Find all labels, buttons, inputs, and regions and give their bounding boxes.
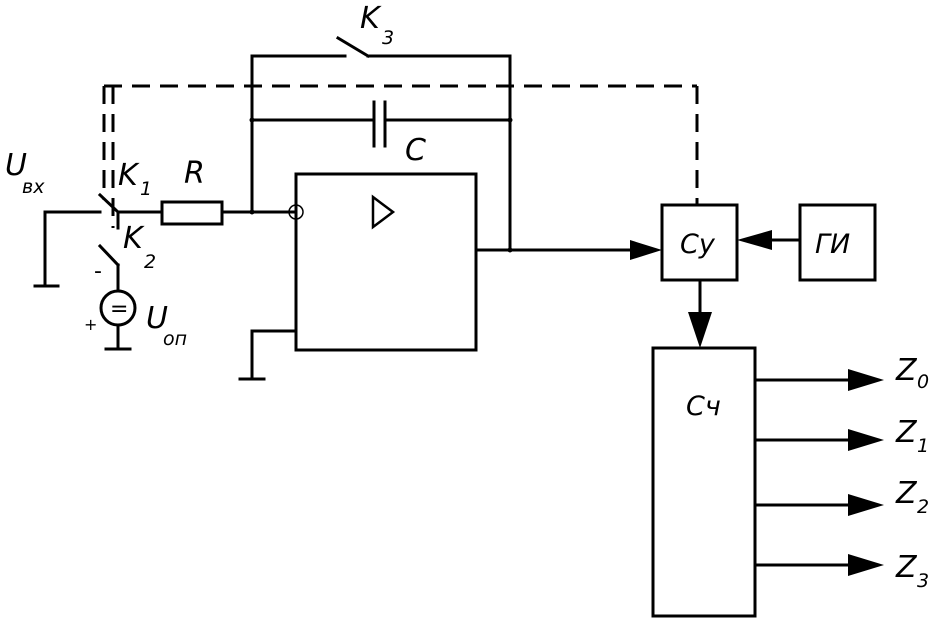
reference-source: = - + (84, 259, 137, 351)
u-ref-label: U (146, 301, 168, 336)
k1-label: K (118, 158, 140, 193)
k1-subscript: 1 (140, 178, 152, 200)
c-label: C (405, 133, 426, 168)
plus-sign: + (84, 315, 97, 334)
k2-subscript: 2 (144, 251, 156, 273)
z2-label: Z (895, 476, 918, 511)
z1-label: Z (895, 415, 918, 450)
z0-label: Z (895, 353, 918, 388)
u-ref-subscript: оп (163, 328, 187, 350)
output-z1 (753, 429, 884, 451)
k2-label: K (123, 221, 145, 256)
integrator-output (474, 240, 662, 260)
k3-label: K (360, 1, 382, 36)
z3-subscript: 3 (917, 570, 929, 592)
z0-subscript: 0 (917, 371, 929, 393)
counter-block: Сч (651, 346, 757, 618)
u-in-subscript: вх (22, 176, 45, 198)
source-symbol: = (110, 297, 128, 322)
switch-k3 (250, 35, 512, 252)
integrator-block (238, 172, 478, 381)
counter-label: Сч (686, 391, 721, 422)
resistor-r (160, 200, 297, 226)
control-unit: Су (660, 203, 739, 282)
u-in-label: U (5, 148, 27, 183)
control-to-counter (688, 278, 712, 348)
capacitor-c (250, 100, 512, 148)
control-unit-label: Су (680, 229, 716, 260)
z3-label: Z (895, 550, 918, 585)
generator-label: ГИ (815, 229, 850, 260)
input-ground (33, 210, 102, 288)
switch-k2 (97, 210, 121, 292)
z2-subscript: 2 (917, 496, 929, 518)
r-label: R (184, 156, 205, 191)
output-z3 (753, 554, 884, 576)
control-dashed-line (102, 84, 699, 228)
output-z0 (753, 369, 884, 391)
output-z2 (753, 494, 884, 516)
minus-sign: - (94, 259, 102, 284)
k3-subscript: 3 (382, 27, 394, 49)
junctions (249, 117, 513, 253)
switch-k1 (97, 192, 164, 215)
pulse-generator: ГИ (737, 203, 877, 282)
z1-subscript: 1 (917, 435, 929, 457)
